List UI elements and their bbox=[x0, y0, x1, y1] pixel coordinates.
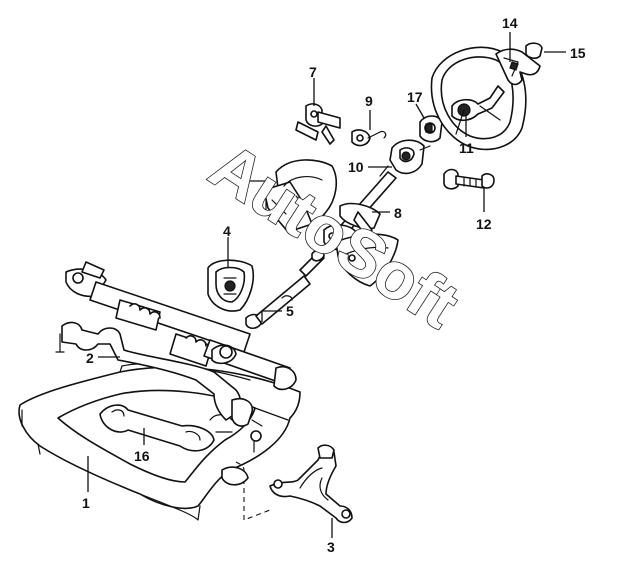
part-17-clock-spring bbox=[419, 115, 443, 143]
part-8-steering-column bbox=[323, 171, 399, 287]
part-3-control-arm bbox=[221, 444, 353, 524]
callout-8: 8 bbox=[394, 205, 402, 221]
callout-16: 16 bbox=[134, 448, 150, 464]
part-2-stabilizer-link bbox=[55, 321, 263, 453]
part-6-column-shroud bbox=[263, 159, 338, 233]
callout-3: 3 bbox=[327, 539, 335, 555]
part-11-steering-wheel bbox=[430, 46, 527, 151]
callout-2: 2 bbox=[86, 350, 94, 366]
callout-11: 11 bbox=[459, 140, 474, 156]
part-1-subframe bbox=[18, 363, 301, 521]
part-10-combination-switch bbox=[379, 139, 431, 177]
callout-9: 9 bbox=[365, 93, 373, 109]
callout-7: 7 bbox=[309, 64, 317, 80]
part-12-bolt bbox=[443, 168, 495, 190]
part-4-seal-plate bbox=[207, 259, 255, 312]
leader-lines bbox=[87, 32, 566, 538]
callout-5: 5 bbox=[286, 303, 294, 319]
callout-4: 4 bbox=[223, 223, 231, 239]
callout-17: 17 bbox=[407, 89, 423, 105]
steering-rack-assembly bbox=[65, 261, 297, 391]
part-5-intermediate-shaft bbox=[245, 249, 325, 330]
part-15-cap bbox=[525, 42, 543, 59]
part-7-ignition-lock bbox=[295, 103, 341, 145]
part-14-horn-bracket bbox=[495, 48, 541, 86]
callout-6: 6 bbox=[238, 174, 246, 190]
callout-12: 12 bbox=[476, 216, 492, 232]
callout-10: 10 bbox=[348, 159, 364, 175]
callout-15: 15 bbox=[570, 45, 586, 61]
callout-14: 14 bbox=[502, 15, 518, 31]
callout-1: 1 bbox=[82, 495, 90, 511]
part-9-switch bbox=[351, 129, 387, 147]
callout-labels: 1 2 3 4 5 6 7 8 9 10 11 12 14 15 16 17 bbox=[82, 15, 586, 555]
part-16-crossmember bbox=[99, 404, 215, 452]
